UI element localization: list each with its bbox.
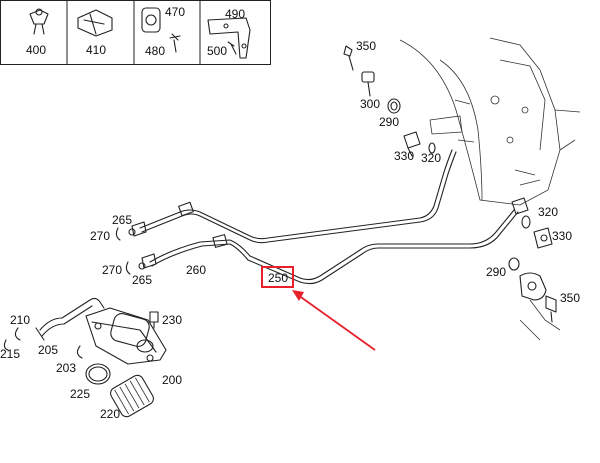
callout-350-top: 350 [356,39,376,53]
left-clips [115,227,146,275]
transmission-housing [399,37,581,341]
callout-215: 215 [0,347,20,361]
legend-label-480: 480 [145,44,165,58]
legend-label-490: 490 [225,7,245,21]
callout-250: 250 [268,271,288,285]
clip-400-icon [29,8,49,35]
legend-label-400: 400 [26,43,46,57]
right-fittings [508,215,557,323]
callout-203: 203 [56,361,76,375]
highlight-250: 250 [261,266,376,351]
highlight-arrow [297,294,376,351]
callout-300: 300 [360,97,380,111]
upper-fittings [343,45,436,157]
callout-265-b: 265 [132,273,152,287]
callout-200: 200 [162,373,182,387]
callout-225: 225 [70,387,90,401]
callout-220: 220 [100,407,120,421]
callout-330-right: 330 [552,229,572,243]
callout-205: 205 [38,343,58,357]
callout-350-right: 350 [560,291,580,305]
bracket-410-icon [77,9,113,37]
callout-320-right: 320 [538,205,558,219]
oil-lines [131,149,529,285]
callout-230: 230 [162,313,182,327]
legend-label-500: 500 [207,44,227,58]
highlight-arrowhead [292,290,304,301]
legend-label-410: 410 [86,43,106,57]
mount-470-icon [141,7,181,53]
callout-320-top: 320 [421,151,441,165]
callout-270-a: 270 [90,229,110,243]
legend-label-470: 470 [165,5,185,19]
callout-330-top: 330 [394,149,414,163]
callout-270-b: 270 [102,263,122,277]
oil-cooler-assembly [3,297,167,418]
callout-265-a: 265 [112,213,132,227]
callout-260: 260 [186,263,206,277]
callout-210: 210 [10,313,30,327]
callout-labels: 350 300 290 330 320 265 270 270 265 260 … [0,39,580,421]
plate-490-icon [207,17,251,59]
legend-strip: 400 410 470 480 490 500 [0,0,271,65]
callout-290-right: 290 [486,265,506,279]
callout-290-top: 290 [379,115,399,129]
highlight-box [261,266,294,288]
